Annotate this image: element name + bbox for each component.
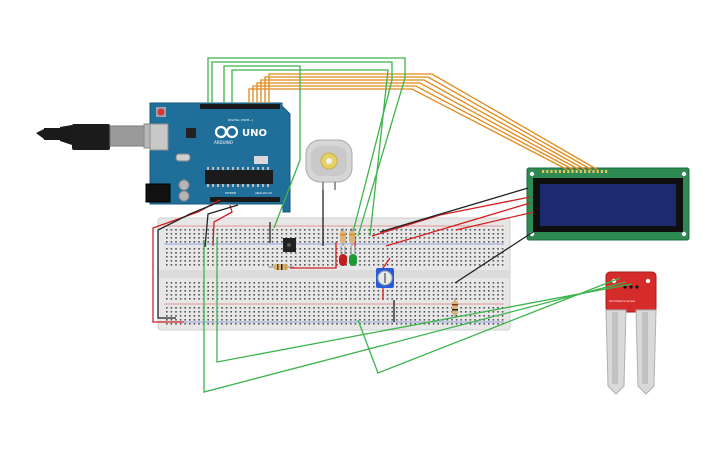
wires (152, 57, 633, 393)
lcd-pin-header[interactable] (542, 170, 608, 173)
arduino-uno-board[interactable]: UNO ARDUINO DIGITAL (PWM~) POWER ANALOG … (36, 102, 291, 213)
resistor-led-red[interactable] (340, 228, 346, 246)
breadboard-holes (166, 229, 504, 325)
arduino-logo: UNO ARDUINO (214, 125, 267, 145)
arduino-brand-label: ARDUINO (214, 140, 233, 145)
power-pins-label: POWER (225, 191, 236, 195)
soil-sensor-label: Soil Moisture Sensor (609, 299, 636, 303)
resistor-base[interactable] (268, 264, 294, 270)
power-analog-header[interactable] (210, 197, 280, 202)
usb-cable (36, 123, 167, 150)
atmega-chip (205, 170, 273, 184)
analog-pins-label: ANALOG IN (255, 191, 272, 195)
potentiometer[interactable] (376, 268, 394, 288)
wire-bundle-green-top (207, 57, 406, 237)
soil-moisture-sensor[interactable]: Soil Moisture Sensor (605, 271, 657, 395)
resistor-sensor[interactable] (452, 298, 458, 318)
transistor[interactable] (283, 238, 296, 252)
dc-motor[interactable] (305, 139, 353, 190)
arduino-model-label: UNO (242, 128, 267, 139)
led-red[interactable] (339, 246, 347, 266)
wire-bundle-green-sensor (203, 238, 633, 393)
digital-header[interactable] (200, 104, 280, 109)
led-green[interactable] (349, 246, 357, 266)
wire-bundle-orange (248, 73, 599, 171)
lcd-16x2-display[interactable] (526, 167, 690, 241)
digital-pins-label: DIGITAL (PWM~) (228, 118, 253, 122)
resistor-led-green[interactable] (349, 228, 355, 246)
wire-bundle-black (157, 187, 534, 322)
lcd-screen (540, 184, 676, 226)
breadboard[interactable] (157, 217, 511, 331)
